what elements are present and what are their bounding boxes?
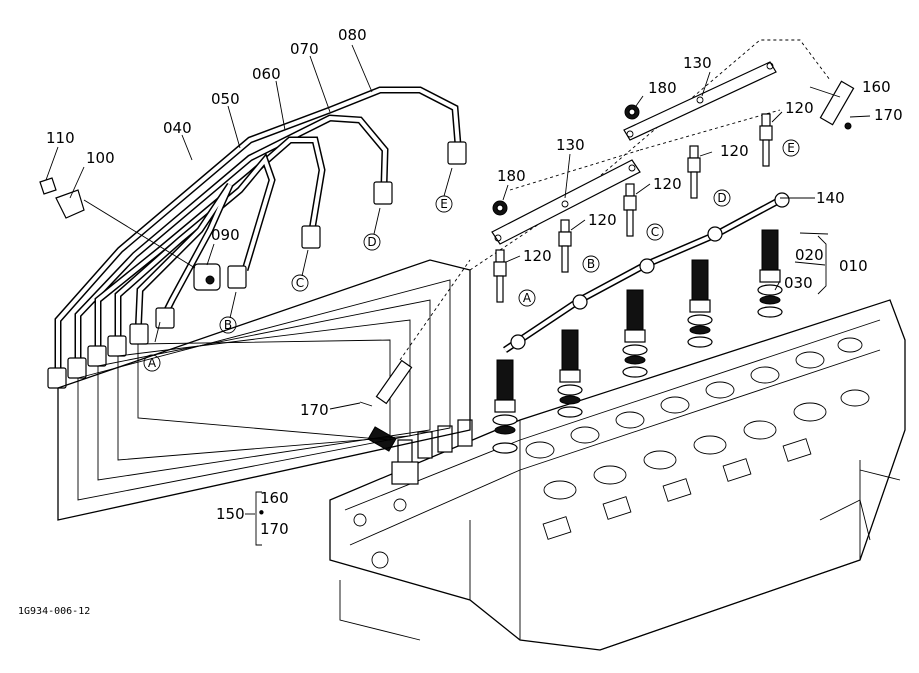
connection-letter-b-nozzle: B bbox=[582, 255, 600, 273]
letter-d-nozzle: D bbox=[717, 191, 726, 205]
label-130-lower: 130 bbox=[556, 136, 585, 154]
connection-letter-c-nozzle: C bbox=[646, 223, 664, 241]
connection-letter-d-nozzle: D bbox=[713, 189, 731, 207]
label-050: 050 bbox=[211, 90, 240, 108]
letter-a-pipe: A bbox=[148, 356, 157, 370]
label-040: 040 bbox=[163, 119, 192, 137]
nut-180-upper bbox=[624, 104, 640, 120]
letter-c-pipe: C bbox=[296, 276, 304, 290]
label-120-a: 120 bbox=[785, 99, 814, 117]
label-130-upper: 130 bbox=[683, 54, 712, 72]
letter-b-nozzle: B bbox=[587, 257, 595, 271]
callout-leaders bbox=[45, 44, 871, 546]
label-100: 100 bbox=[86, 149, 115, 167]
connection-letter-a-pipe: A bbox=[143, 354, 161, 372]
label-120-c: 120 bbox=[653, 175, 682, 193]
return-hose-160 bbox=[819, 80, 855, 130]
label-140: 140 bbox=[816, 189, 845, 207]
figure-code: 1G934-006-12 bbox=[18, 606, 90, 617]
nut-180-lower bbox=[492, 200, 508, 216]
letter-e-nozzle: E bbox=[787, 141, 795, 155]
glow-plugs-120 bbox=[493, 113, 773, 303]
connection-letter-d-pipe: D bbox=[363, 233, 381, 251]
label-150: 150 bbox=[216, 505, 245, 523]
label-120-e: 120 bbox=[523, 247, 552, 265]
label-120-b: 120 bbox=[720, 142, 749, 160]
return-hose-160-lower bbox=[359, 359, 413, 407]
letter-e-pipe: E bbox=[440, 197, 448, 211]
label-120-d: 120 bbox=[588, 211, 617, 229]
letter-c-nozzle: C bbox=[651, 225, 659, 239]
leader-dashes bbox=[399, 39, 831, 361]
connection-letter-e-nozzle: E bbox=[782, 139, 800, 157]
letter-b-pipe: B bbox=[224, 318, 232, 332]
label-070: 070 bbox=[290, 40, 319, 58]
connection-letter-b-pipe: B bbox=[219, 316, 237, 334]
part-number-labels: 110 100 040 050 060 070 080 090 130 130 … bbox=[46, 26, 903, 538]
pipe-clamp-090 bbox=[193, 263, 221, 291]
letter-a-nozzle: A bbox=[523, 291, 532, 305]
injection-nozzles bbox=[492, 229, 783, 454]
letter-d-pipe: D bbox=[367, 235, 376, 249]
label-090: 090 bbox=[211, 226, 240, 244]
label-020: 020 bbox=[795, 246, 824, 264]
label-060: 060 bbox=[252, 65, 281, 83]
connection-letter-a-nozzle: A bbox=[518, 289, 536, 307]
pipe-end-nuts-pump-side bbox=[47, 307, 175, 389]
injection-pump-fittings bbox=[367, 419, 473, 485]
label-170-top: 170 bbox=[874, 106, 903, 124]
return-line-loops bbox=[57, 259, 471, 521]
label-160-group: 160 bbox=[260, 489, 289, 507]
cylinder-head-outline bbox=[329, 299, 906, 651]
label-110: 110 bbox=[46, 129, 75, 147]
group-dot: • bbox=[257, 504, 266, 522]
label-180-lower: 180 bbox=[497, 167, 526, 185]
connector-plate-130-lower bbox=[491, 159, 641, 245]
clamp-100-bolt-110 bbox=[39, 177, 196, 269]
label-180-upper: 180 bbox=[648, 79, 677, 97]
pipe-end-nuts-nozzle-side bbox=[227, 141, 467, 289]
overflow-pipe-140 bbox=[503, 192, 790, 353]
label-030: 030 bbox=[784, 274, 813, 292]
label-170-lower: 170 bbox=[300, 401, 329, 419]
label-010: 010 bbox=[839, 257, 868, 275]
head-bosses bbox=[339, 337, 901, 641]
connector-plate-130-upper bbox=[623, 61, 777, 141]
label-080: 080 bbox=[338, 26, 367, 44]
connection-letter-e-pipe: E bbox=[435, 195, 453, 213]
label-170-group: 170 bbox=[260, 520, 289, 538]
injection-pipe-bundle bbox=[54, 86, 462, 380]
label-160-top: 160 bbox=[862, 78, 891, 96]
connection-letter-c-pipe: C bbox=[291, 274, 309, 292]
